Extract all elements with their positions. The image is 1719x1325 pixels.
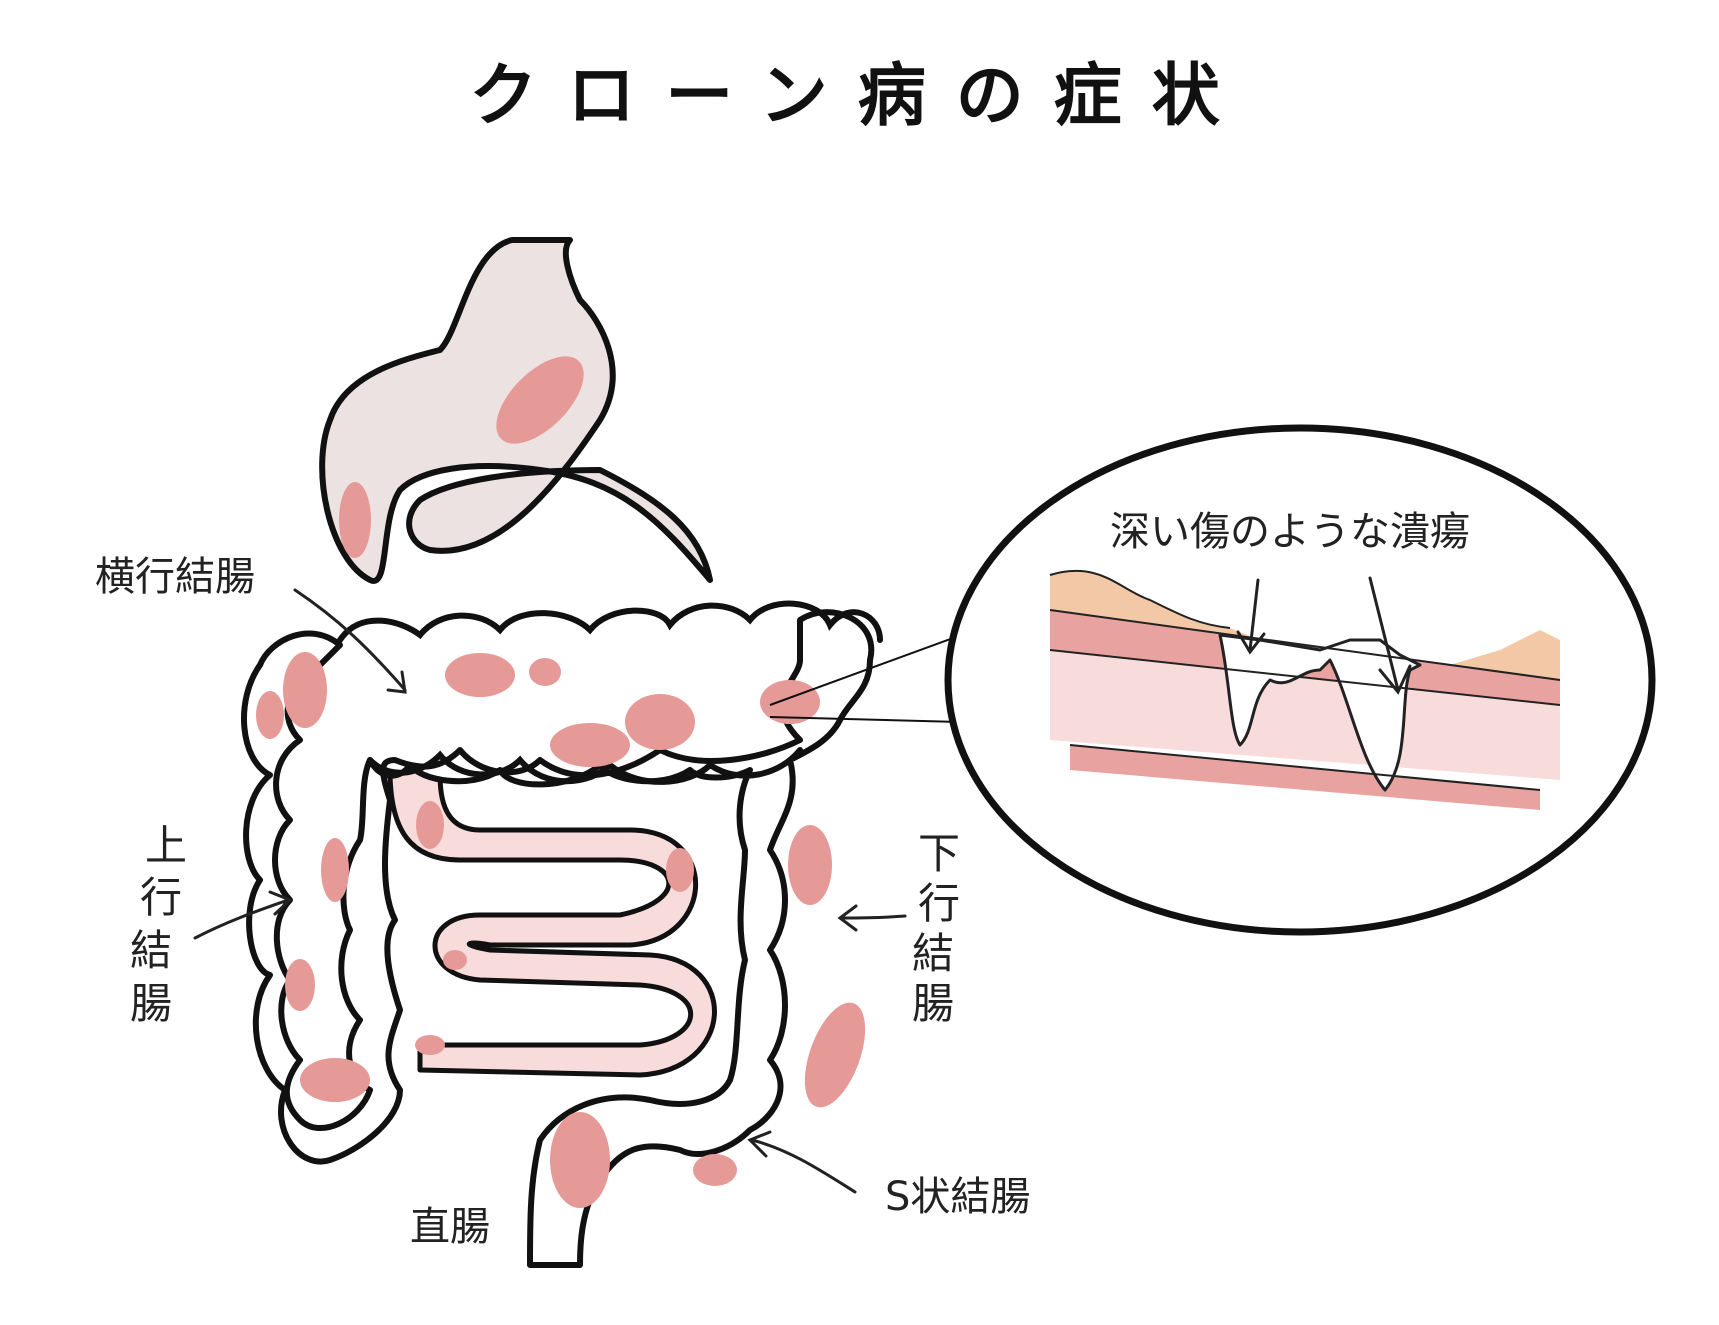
small-intestine-lesion xyxy=(443,950,467,970)
label-descending-colon: 下 行 結 腸 xyxy=(912,829,960,1028)
small-intestine xyxy=(390,770,714,1075)
stomach xyxy=(322,240,710,581)
colon-lesion xyxy=(285,959,315,1011)
colon-lesion xyxy=(321,838,349,902)
colon-lesion xyxy=(693,1154,737,1186)
descending-arrow xyxy=(840,906,905,930)
small-intestine-lesion xyxy=(666,848,694,892)
stomach-lesion xyxy=(339,482,371,558)
svg-text:上: 上 xyxy=(145,821,187,870)
colon-lesion xyxy=(793,995,878,1115)
svg-text:結: 結 xyxy=(912,929,954,978)
svg-text:行: 行 xyxy=(140,873,182,922)
colon-lesion xyxy=(256,691,284,739)
colon-lesion xyxy=(283,652,327,728)
colon-lesion xyxy=(300,1058,370,1102)
label-ulcer-caption: 深い傷のような潰瘍 xyxy=(1110,509,1470,555)
colon-lesion xyxy=(625,694,695,750)
zoom-circle xyxy=(948,428,1652,932)
colon-lesion xyxy=(788,825,832,905)
label-sigmoid-colon: S状結腸 xyxy=(885,1174,1030,1220)
svg-text:行: 行 xyxy=(918,879,960,928)
small-intestine-lesion xyxy=(415,1035,445,1055)
colon-lesion xyxy=(550,723,630,767)
label-transverse-colon: 横行結腸 xyxy=(95,554,255,600)
svg-text:腸: 腸 xyxy=(130,979,172,1028)
svg-text:結: 結 xyxy=(130,926,172,975)
colon-lesion xyxy=(550,1112,610,1208)
svg-text:下: 下 xyxy=(918,829,960,878)
label-ascending-colon: 上 行 結 腸 xyxy=(130,821,187,1028)
colon-lesion xyxy=(445,653,515,697)
small-intestine-lesion xyxy=(416,801,444,849)
sigmoid-arrow xyxy=(750,1132,855,1192)
label-rectum: 直腸 xyxy=(410,1204,490,1250)
colon-lesion xyxy=(529,658,561,686)
svg-text:腸: 腸 xyxy=(912,979,954,1028)
